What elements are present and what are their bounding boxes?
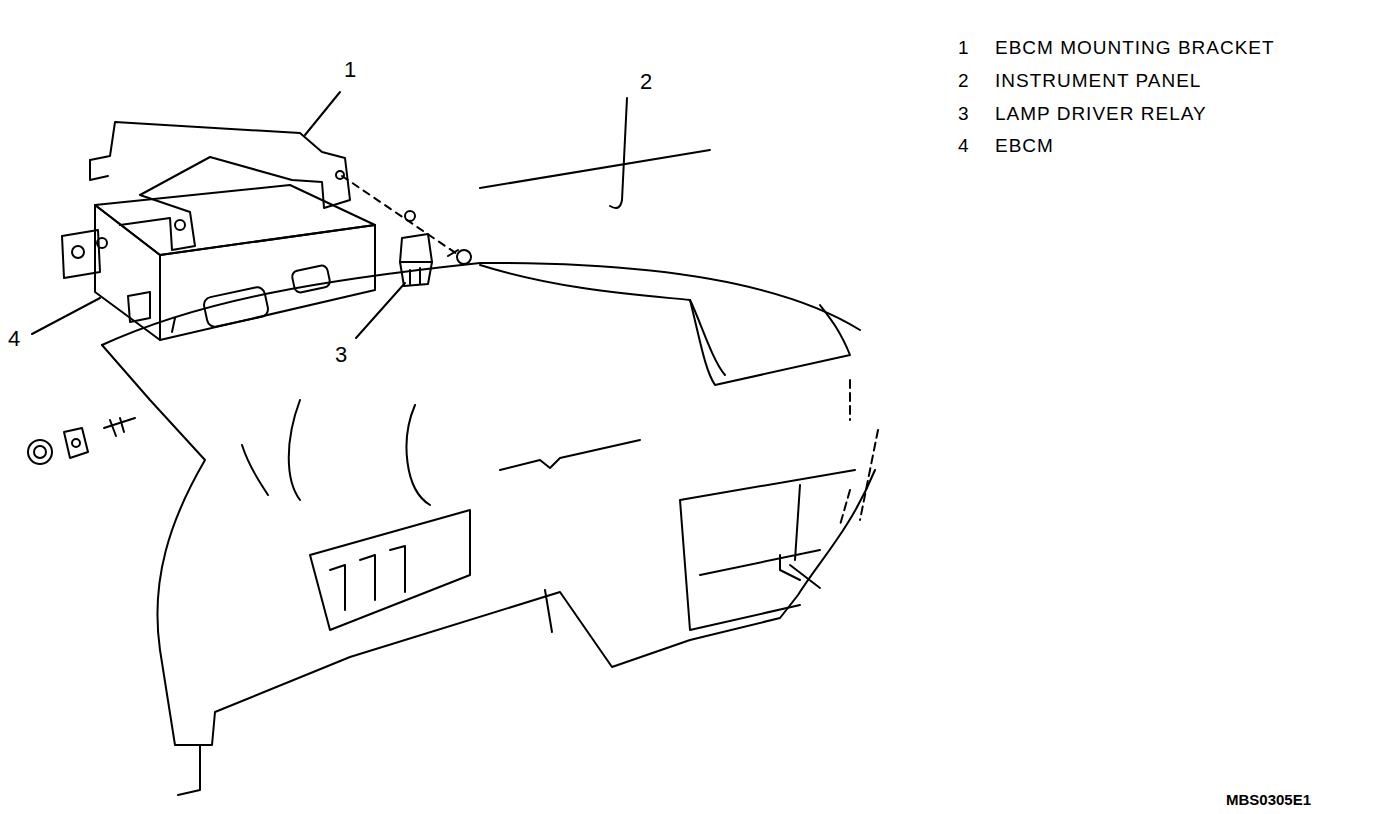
panel-contour [840,380,878,525]
leader-line [610,98,627,208]
callout-number: 1 [344,58,356,82]
ebcm-mark [172,318,175,332]
key-number: 4 [958,136,970,157]
instrument-panel [102,345,875,745]
bracket-hole [175,220,185,230]
screw [104,418,135,436]
mounting-bracket [90,160,108,180]
figure-code: MBS0305E1 [1226,792,1311,809]
ebcm-ear [62,230,100,278]
callout-number: 4 [8,327,20,351]
callout-number: 2 [640,70,652,94]
instrument-panel [102,263,860,345]
leader-line [356,283,405,338]
part-name: EBCM MOUNTING BRACKET [995,38,1275,59]
bracket-hole [336,171,344,179]
ebcm-side [95,205,160,340]
ear-hole [97,238,107,248]
radio-area [680,470,855,630]
nut [34,446,46,458]
vent [310,510,470,630]
instrument-panel [178,745,200,795]
key-number: 1 [958,38,970,59]
part-name: EBCM [995,136,1054,157]
nut [28,440,52,464]
lamp-driver-relay [400,234,432,286]
lamp-driver-relay [400,262,432,284]
radio-area [780,555,820,588]
ebcm-front [160,225,375,340]
clip [72,439,80,447]
instrument-cluster [690,300,725,375]
screw [457,250,471,264]
dashed-line [342,176,460,256]
clip [64,428,88,458]
instrument-panel [480,150,710,188]
part-name: INSTRUMENT PANEL [995,71,1201,92]
panel-contour [500,440,640,470]
connector [291,264,331,293]
part-name: LAMP DRIVER RELAY [995,104,1207,125]
ear-hole [72,246,84,258]
ebcm-ear [128,292,150,322]
leader-line [305,92,340,135]
panel-contour [545,590,552,632]
instrument-cluster [480,265,850,385]
leader-line [32,298,100,334]
callout-number: 3 [335,343,347,367]
key-number: 3 [958,104,970,125]
key-number: 2 [958,71,970,92]
panel-contour [242,400,430,505]
